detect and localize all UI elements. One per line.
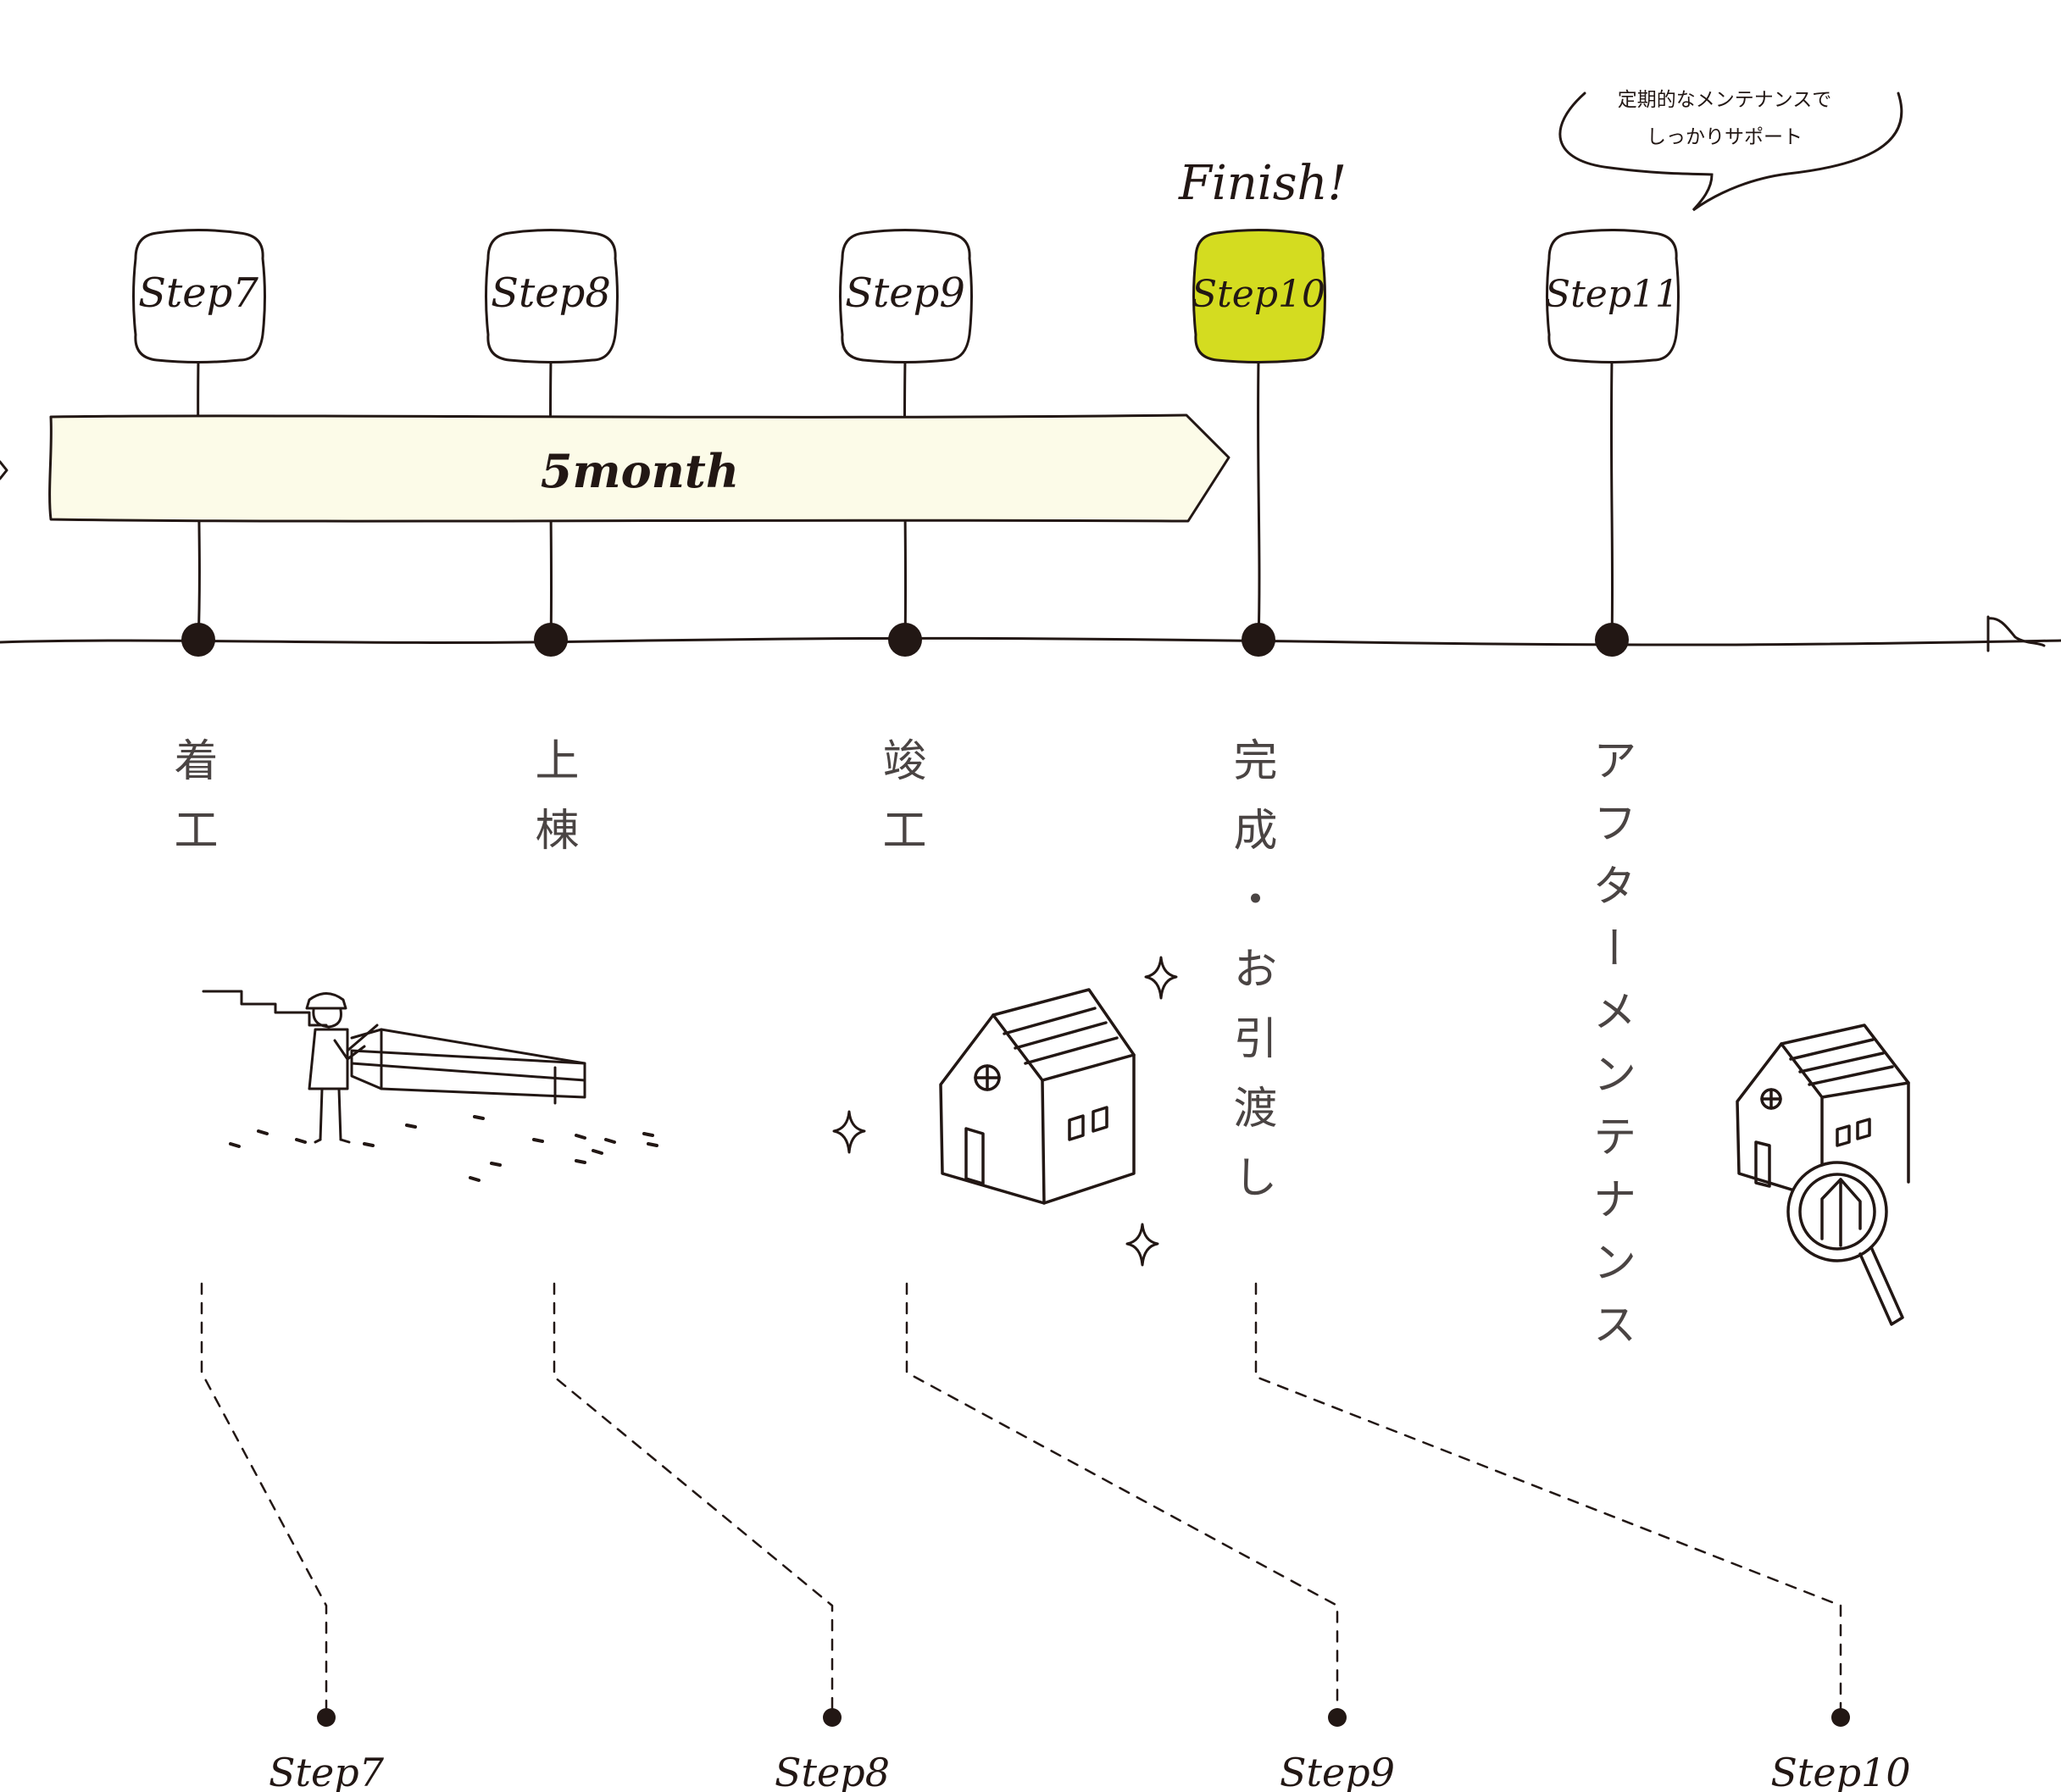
step-box-7[interactable] xyxy=(132,229,266,363)
sparkle-icon xyxy=(832,956,1178,1267)
step-box-7-label: Step7 xyxy=(138,269,258,317)
bottom-step7-label: Step7 xyxy=(269,1750,385,1792)
timeline-dot-7 xyxy=(181,623,215,657)
finish-text: Finish! xyxy=(1178,156,1347,211)
duration-arrow xyxy=(48,413,1230,523)
milestone-label-10: 完成・お引渡し xyxy=(1225,737,1276,1223)
connector-step10 xyxy=(1254,1282,1842,1717)
timeline-line xyxy=(0,636,2061,646)
duration-text: 5month xyxy=(541,444,739,498)
bottom-step10-label: Step10 xyxy=(1770,1750,1910,1792)
timeline-dot-10 xyxy=(1242,623,1275,657)
timeline-start-arrow-icon xyxy=(0,460,8,480)
construction-worker-icon xyxy=(202,990,658,1182)
bottom-dot-10 xyxy=(1831,1708,1850,1727)
milestone-label-8: 上棟 xyxy=(527,737,578,876)
step-box-10-label: Step10 xyxy=(1192,273,1325,316)
step-box-9-label: Step9 xyxy=(845,269,965,317)
bottom-dot-8 xyxy=(823,1708,842,1727)
step-box-9[interactable] xyxy=(839,229,973,363)
bottom-step9-label: Step9 xyxy=(1280,1750,1395,1792)
house-inspection-icon xyxy=(1736,1024,1910,1326)
step-box-11-label: Step11 xyxy=(1545,273,1679,316)
connector-step7 xyxy=(200,1282,328,1717)
bubble-line-1: 定期的なメンテナンスで xyxy=(1617,89,1832,111)
step-box-10[interactable] xyxy=(1192,229,1326,363)
timeline-dot-8 xyxy=(534,623,568,657)
speech-bubble xyxy=(1558,92,1903,212)
step-box-8[interactable] xyxy=(485,229,619,363)
bottom-dot-7 xyxy=(317,1708,336,1727)
connector-step9 xyxy=(905,1282,1339,1717)
timeline-end-flag-icon xyxy=(1986,615,2046,652)
milestone-label-9: 竣工 xyxy=(875,737,925,876)
timeline-dot-11 xyxy=(1595,623,1629,657)
bubble-line-2: しっかりサポート xyxy=(1647,126,1803,148)
timeline-dot-9 xyxy=(888,623,922,657)
step-box-8-label: Step8 xyxy=(491,269,611,317)
connector-step8 xyxy=(553,1282,834,1717)
bottom-dot-9 xyxy=(1328,1708,1347,1727)
milestone-label-7: 着工 xyxy=(166,737,217,876)
milestone-label-11: アフターメンテナンス xyxy=(1585,737,1636,1364)
bottom-step8-label: Step8 xyxy=(775,1750,890,1792)
house-icon xyxy=(939,988,1136,1205)
step-box-11[interactable] xyxy=(1546,229,1680,363)
